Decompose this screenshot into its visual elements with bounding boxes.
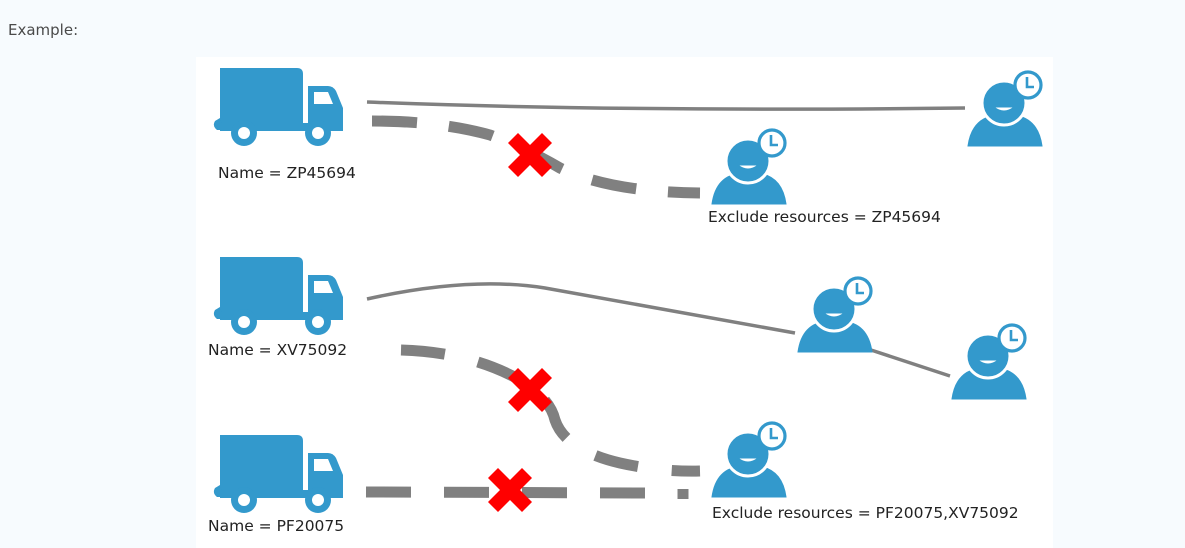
truck-3 (213, 435, 343, 513)
blocked-markers (488, 133, 552, 512)
route-blocked-truck2-customer5 (400, 344, 701, 477)
example-heading: Example: (8, 21, 79, 39)
truck-icon (213, 435, 343, 513)
route-blocked-truck3-customer5 (365, 486, 649, 499)
customer-with-clock-icon (710, 128, 788, 206)
customer-5-exclude-label: Exclude resources = PF20075,XV75092 (712, 504, 1019, 522)
customer-with-clock-icon (950, 323, 1028, 401)
route-allowed-truck1-customer1 (366, 100, 966, 111)
truck-3-label: Name = PF20075 (208, 517, 344, 535)
blocked-x-icon (508, 368, 552, 412)
customer-with-clock-icon (710, 421, 788, 499)
customer-with-clock-icon (966, 70, 1044, 148)
truck-2-label: Name = XV75092 (208, 341, 347, 359)
routes-layer (365, 100, 966, 499)
customer-2-exclude-label: Exclude resources = ZP45694 (708, 208, 941, 226)
truck-icon (213, 68, 343, 146)
truck-icon (213, 257, 343, 335)
truck-1 (213, 68, 343, 146)
trucks-layer (213, 68, 343, 513)
truck-1-label: Name = ZP45694 (218, 164, 356, 182)
customers-layer (710, 70, 1044, 499)
route-allowed-truck2-customer3 (366, 282, 796, 335)
customer-with-clock-icon (796, 276, 874, 354)
route-allowed-customer3-customer4 (870, 348, 951, 378)
truck-2 (213, 257, 343, 335)
